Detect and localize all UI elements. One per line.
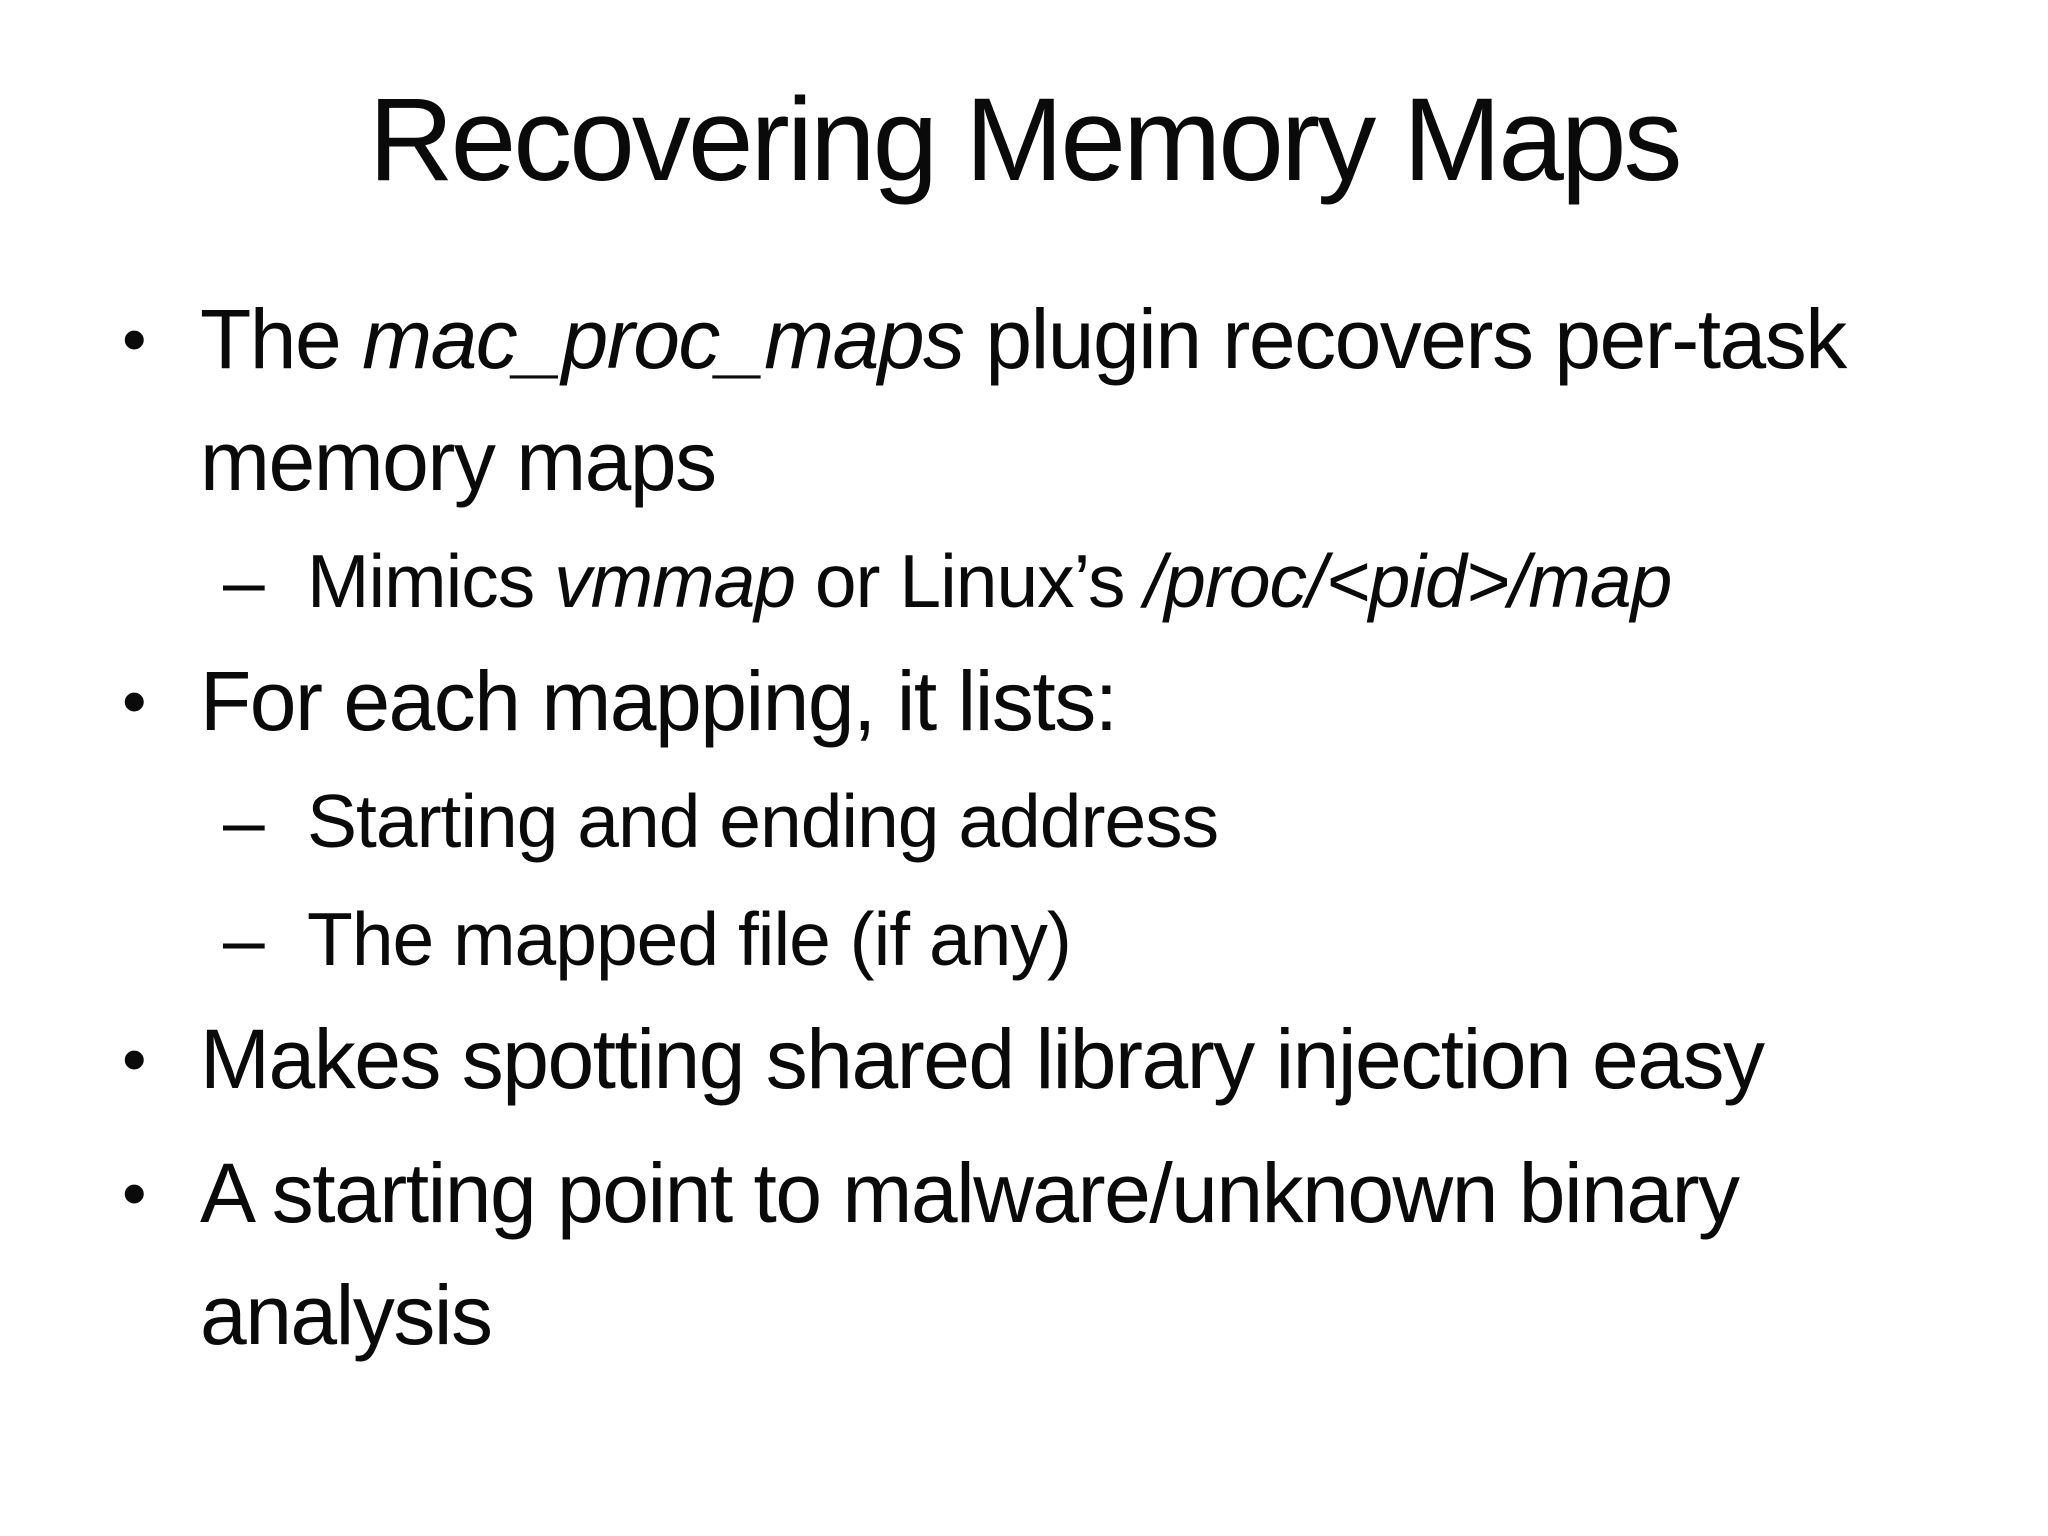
bullet-text: A starting point to malware/unknown bina… — [200, 1132, 1740, 1376]
text-run: memory maps — [200, 414, 717, 508]
bullet-text: Starting and ending address — [307, 762, 1219, 880]
bullet-item: • The mac_proc_maps plugin recovers per-t… — [0, 278, 2048, 522]
slide-title: Recovering Memory Maps — [368, 74, 1682, 206]
dash-marker: – — [223, 539, 265, 623]
text-run: For each mapping, it lists: — [200, 654, 1118, 748]
bullet-marker: • — [122, 1154, 147, 1232]
text-run: or Linux’s — [795, 539, 1145, 623]
bullet-text: Makes spotting shared library injection … — [200, 998, 1765, 1120]
text-run: A starting point to malware/unknown bina… — [200, 1146, 1740, 1240]
bullet-list: • The mac_proc_maps plugin recovers per-t… — [0, 278, 2048, 1376]
text-run: The mapped file (if any) — [307, 897, 1072, 981]
bullet-text: The mapped file (if any) — [307, 880, 1072, 998]
text-run: plugin recovers per-task — [963, 292, 1847, 386]
bullet-text: Mimics vmmap or Linux’s /proc/<pid>/map — [307, 522, 1672, 640]
sub-bullet-item: –Starting and ending address — [0, 762, 2048, 880]
bullet-marker: • — [122, 1020, 147, 1098]
italic-text-run: mac_proc_maps — [362, 292, 965, 386]
sub-bullet-item: –The mapped file (if any) — [0, 880, 2048, 998]
italic-text-run: /proc/<pid>/map — [1144, 539, 1672, 623]
bullet-item: • Makes spotting shared library injection… — [0, 998, 2048, 1120]
text-run: The — [200, 292, 363, 386]
bullet-marker: • — [122, 662, 147, 740]
bullet-item: • A starting point to malware/unknown bin… — [0, 1132, 2048, 1376]
bullet-text: For each mapping, it lists: — [200, 640, 1118, 762]
sub-bullet-item: –Mimics vmmap or Linux’s /proc/<pid>/map — [0, 522, 2048, 640]
dash-marker: – — [223, 897, 265, 981]
bullet-item: • For each mapping, it lists: — [0, 640, 2048, 762]
text-run: Mimics — [307, 539, 555, 623]
text-run: Makes spotting shared library injection … — [200, 1012, 1765, 1106]
bullet-text: The mac_proc_maps plugin recovers per-ta… — [200, 278, 1847, 522]
dash-marker: – — [223, 779, 265, 863]
text-run: Starting and ending address — [307, 779, 1219, 863]
bullet-marker: • — [122, 300, 147, 378]
text-run: analysis — [200, 1268, 493, 1362]
italic-text-run: vmmap — [554, 539, 796, 623]
